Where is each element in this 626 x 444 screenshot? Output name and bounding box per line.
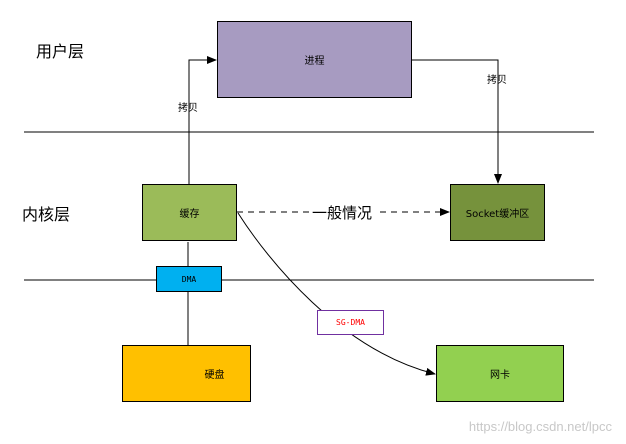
disk-node-label: 硬盘 [204, 370, 225, 381]
socket-buffer-node: Socket缓冲区 [450, 184, 545, 241]
sg-dma-label: SG-DMA [336, 318, 365, 327]
copy-up-label: 拷贝 [178, 103, 198, 114]
copy-down-label: 拷贝 [487, 75, 507, 86]
disk-node: 硬盘 [122, 345, 251, 402]
general-case-label: 一般情况 [312, 204, 373, 222]
user-layer-label: 用户层 [36, 42, 85, 61]
nic-node-label: 网卡 [490, 370, 510, 381]
copy-down-arrow [412, 59, 502, 184]
process-node: 进程 [217, 21, 412, 98]
cache-node-label: 缓存 [179, 209, 200, 220]
sg-dma-curve [237, 212, 436, 376]
watermark: https://blog.csdn.net/lpcc [468, 419, 612, 434]
kernel-layer-label: 内核层 [22, 205, 71, 224]
copy-up-arrow [188, 56, 217, 184]
dma-box: DMA [156, 266, 222, 292]
process-node-label: 进程 [304, 56, 325, 67]
dma-label: DMA [181, 274, 197, 284]
nic-node: 网卡 [436, 345, 564, 402]
socket-buffer-node-label: Socket缓冲区 [465, 209, 530, 220]
sg-dma-box: SG-DMA [317, 310, 384, 335]
cache-node: 缓存 [142, 184, 237, 241]
